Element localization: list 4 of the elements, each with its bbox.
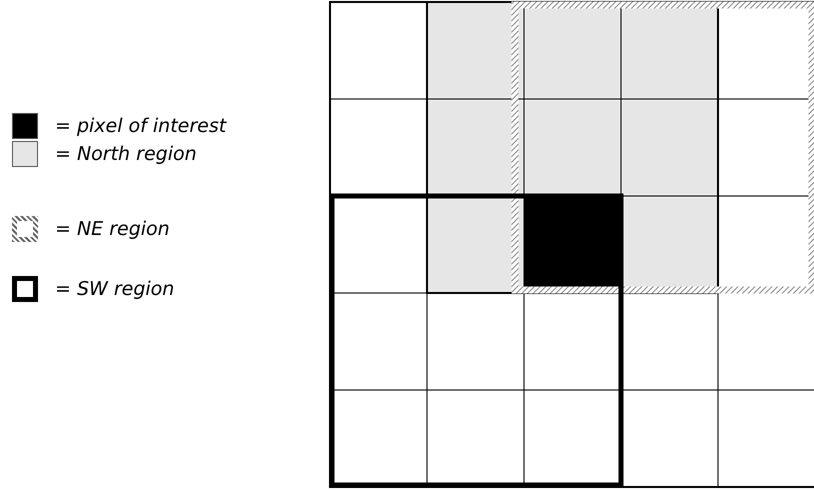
legend-label: = North region — [55, 142, 197, 166]
legend-label: = SW region — [55, 277, 174, 301]
legend-label: = NE region — [55, 217, 170, 241]
legend-label: = pixel of interest — [55, 114, 226, 138]
